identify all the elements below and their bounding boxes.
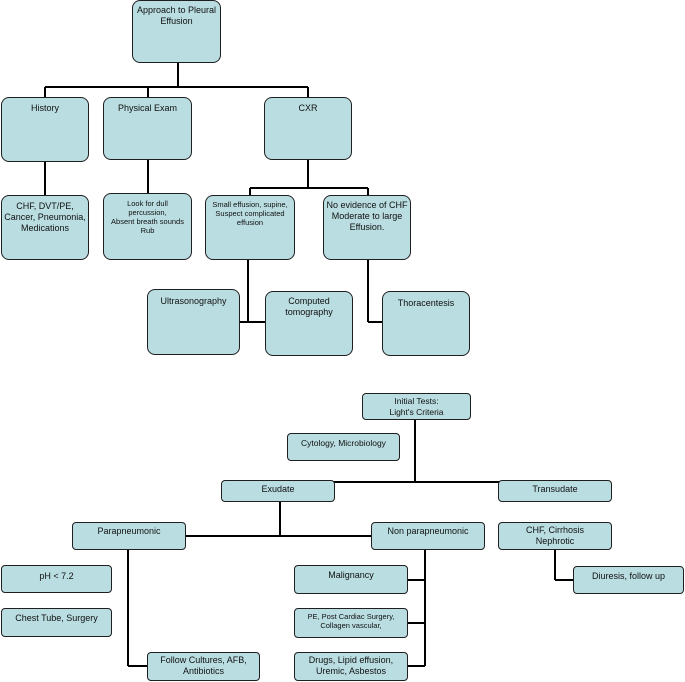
chest-tube-node: Chest Tube, Surgery bbox=[1, 608, 112, 637]
exam-detail-node: Look for dull percussion, Absent breath … bbox=[103, 193, 192, 260]
physical-exam-node: Physical Exam bbox=[103, 97, 192, 160]
exudate-node: Exudate bbox=[221, 480, 335, 502]
diuresis-node: Diuresis, follow up bbox=[573, 566, 684, 594]
approach-node: Approach to Pleural Effusion bbox=[132, 0, 221, 63]
drugs-node: Drugs, Lipid effusion, Uremic, Asbestos bbox=[294, 652, 408, 681]
malignancy-node: Malignancy bbox=[294, 565, 408, 594]
pe-surgery-node: PE, Post Cardiac Surgery, Collagen vascu… bbox=[294, 608, 408, 638]
history-node: History bbox=[1, 97, 89, 162]
history-detail-node: CHF, DVT/PE, Cancer, Pneumonia, Medicati… bbox=[1, 195, 89, 260]
ph-node: pH < 7.2 bbox=[1, 565, 112, 593]
chf-cirrhosis-node: CHF, Cirrhosis Nephrotic bbox=[498, 522, 612, 550]
no-chf-node: No evidence of CHF Moderate to large Eff… bbox=[323, 195, 411, 260]
parapneumonic-node: Parapneumonic bbox=[72, 522, 186, 550]
ct-node: Computed tomography bbox=[265, 291, 353, 356]
small-effusion-node: Small effusion, supine, Suspect complica… bbox=[205, 195, 295, 260]
cytology-node: Cytology, Microbiology bbox=[287, 433, 400, 461]
follow-cultures-node: Follow Cultures, AFB, Antibiotics bbox=[147, 652, 260, 681]
cxr-node: CXR bbox=[264, 97, 352, 160]
thoracentesis-node: Thoracentesis bbox=[382, 291, 470, 356]
initial-tests-node: Initial Tests: Light's Criteria bbox=[362, 393, 471, 420]
ultrasonography-node: Ultrasonography bbox=[147, 289, 240, 355]
non-parapneumonic-node: Non parapneumonic bbox=[371, 522, 485, 550]
transudate-node: Transudate bbox=[498, 480, 612, 502]
